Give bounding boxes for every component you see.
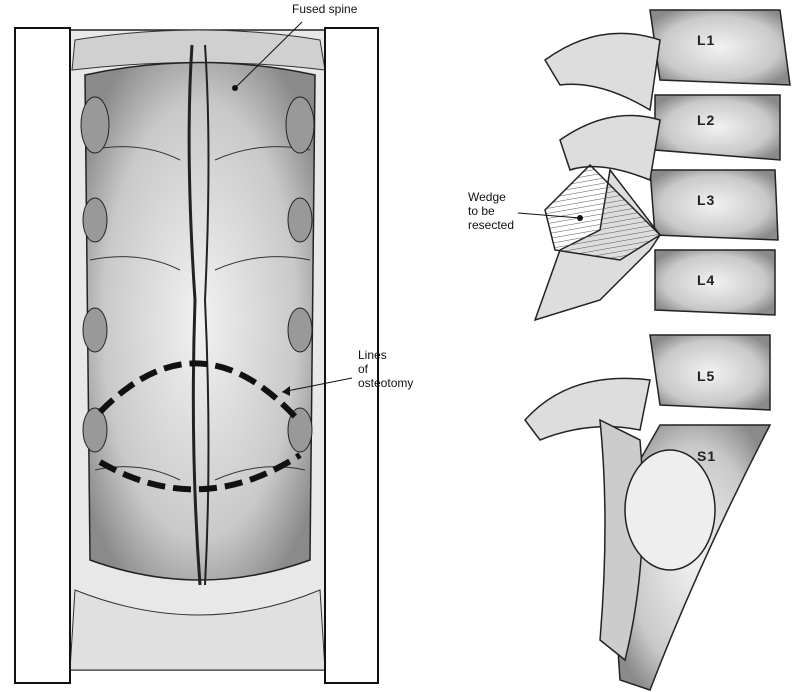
vertebra-label-l5: L5 (697, 368, 716, 384)
muscle-fibers (80, 96, 315, 453)
label-line: to be (468, 204, 495, 218)
vertebra-label-s1: S1 (697, 448, 717, 464)
retractor-right (324, 27, 379, 684)
wedge-to-be-resected (544, 163, 662, 261)
label-fused-spine: Fused spine (292, 2, 358, 16)
vertebra-label-l1: L1 (697, 32, 716, 48)
vertebra-label-l2: L2 (697, 112, 716, 128)
label-line: resected (468, 218, 515, 232)
vertebra-label-l3: L3 (697, 192, 716, 208)
lateral-view (517, 9, 791, 691)
osteotomy-line-upper (97, 360, 303, 424)
retractor-left (14, 27, 71, 684)
vertebra-label-l4: L4 (697, 272, 716, 288)
label-wedge-to-be-resected: Wedge to be resected (468, 190, 514, 232)
label-line: Lines (358, 348, 387, 362)
label-line: osteotomy (358, 376, 414, 390)
label-line: of (358, 362, 369, 376)
posterior-view (14, 21, 379, 684)
label-lines-of-osteotomy: Lines of osteotomy (358, 348, 413, 390)
label-line: Wedge (468, 190, 506, 204)
osteotomy-line-lower (98, 452, 302, 493)
